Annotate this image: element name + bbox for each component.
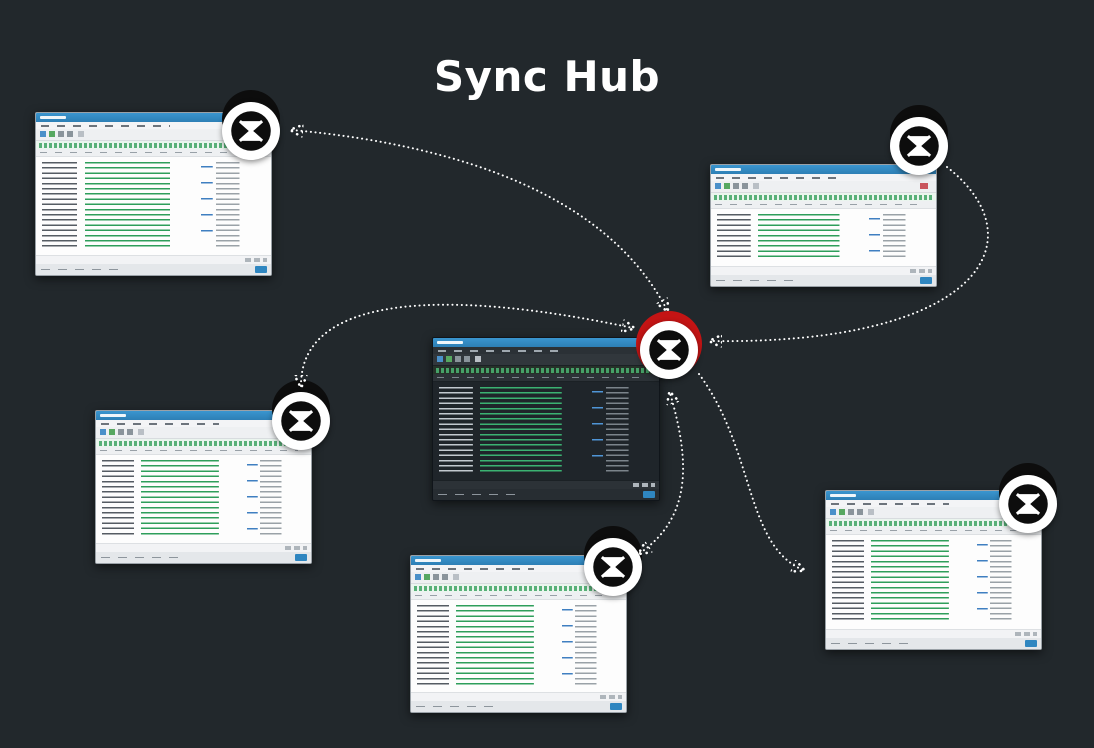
window-progress-strip: [826, 519, 1041, 527]
sync-node-bottom-center[interactable]: [580, 526, 646, 600]
window-menubar: [96, 420, 311, 427]
window-file-list: [96, 455, 311, 543]
link-hub-bottomright: [698, 373, 803, 570]
sync-node-mid-left[interactable]: [268, 380, 334, 454]
sync-app-window-bottom-right[interactable]: [825, 490, 1042, 650]
window-toolbar: [96, 427, 311, 439]
window-progress-strip: [411, 584, 626, 592]
window-titlebar: [36, 113, 271, 122]
sync-logo-icon: [649, 330, 689, 370]
sync-logo-icon: [593, 547, 633, 587]
window-file-list: [36, 157, 271, 255]
sync-logo-icon: [1008, 484, 1048, 524]
node-ring: [222, 102, 280, 160]
window-statusbar: [411, 701, 626, 712]
node-ring: [584, 538, 642, 596]
window-column-header: [826, 527, 1041, 535]
window-footer: [411, 692, 626, 701]
window-progress-strip: [711, 193, 936, 201]
window-column-header: [711, 201, 936, 209]
node-ring: [890, 117, 948, 175]
window-toolbar: [433, 354, 659, 366]
window-titlebar: [826, 491, 1041, 500]
page-title: Sync Hub: [433, 52, 661, 102]
sync-node-bottom-right[interactable]: [995, 463, 1061, 537]
window-menubar: [411, 565, 626, 572]
sync-node-top-left[interactable]: [218, 90, 284, 164]
window-progress-strip: [96, 439, 311, 447]
window-toolbar: [826, 507, 1041, 519]
window-footer: [826, 629, 1041, 638]
window-progress-strip: [433, 366, 659, 374]
sync-app-window-top-right[interactable]: [710, 164, 937, 287]
window-titlebar: [411, 556, 626, 565]
sync-node-hub[interactable]: [636, 309, 702, 383]
window-statusbar: [711, 275, 936, 286]
window-file-list: [826, 535, 1041, 629]
window-column-header: [411, 592, 626, 600]
sync-node-top-right[interactable]: [886, 105, 952, 179]
window-footer: [36, 255, 271, 264]
window-file-list: [411, 600, 626, 692]
sync-app-window-bottom-center[interactable]: [410, 555, 627, 713]
node-ring: [272, 392, 330, 450]
window-toolbar: [36, 129, 271, 141]
sync-logo-icon: [899, 126, 939, 166]
sync-logo-icon: [231, 111, 271, 151]
window-menubar: [433, 347, 659, 354]
window-statusbar: [826, 638, 1041, 649]
window-toolbar: [711, 181, 936, 193]
window-footer: [711, 266, 936, 275]
window-column-header: [433, 374, 659, 382]
window-footer: [433, 480, 659, 489]
window-menubar: [36, 122, 271, 129]
sync-logo-icon: [281, 401, 321, 441]
window-column-header: [96, 447, 311, 455]
window-footer: [96, 543, 311, 552]
window-menubar: [826, 500, 1041, 507]
window-toolbar: [411, 572, 626, 584]
window-file-list: [711, 209, 936, 266]
window-statusbar: [96, 552, 311, 563]
node-ring: [999, 475, 1057, 533]
window-titlebar: [96, 411, 311, 420]
link-topleft-hub: [292, 130, 667, 310]
window-titlebar: [433, 338, 659, 347]
sync-app-window-mid-left[interactable]: [95, 410, 312, 564]
window-statusbar: [36, 264, 271, 275]
window-progress-strip: [36, 141, 271, 149]
window-statusbar: [433, 489, 659, 500]
sync-app-window-hub[interactable]: [432, 337, 660, 501]
window-file-list: [433, 382, 659, 480]
node-ring: [640, 321, 698, 379]
window-column-header: [36, 149, 271, 157]
